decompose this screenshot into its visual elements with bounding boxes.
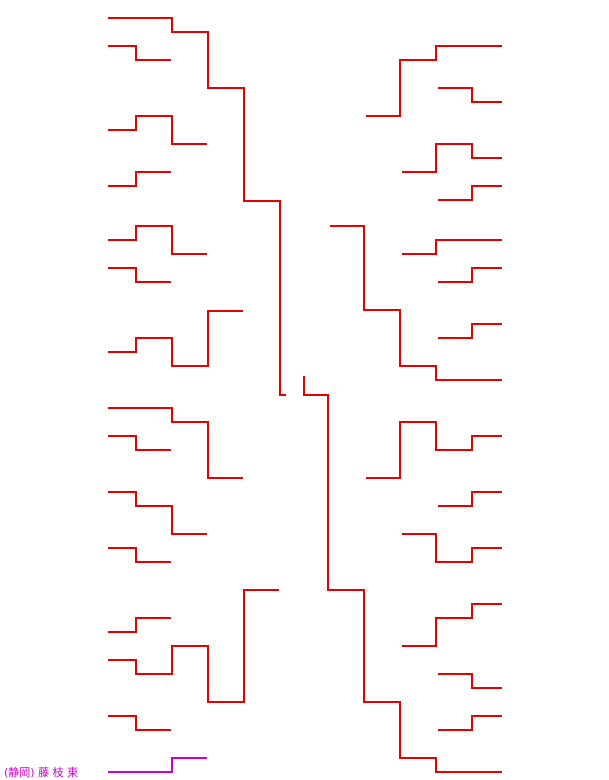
bracket-line-11 xyxy=(108,547,171,563)
team-name: 藤 枝 東 xyxy=(38,766,79,779)
highlighted-team-label: (静岡) 藤 枝 東 xyxy=(4,764,78,780)
bracket-line-27 xyxy=(402,603,502,647)
bracket-line-25 xyxy=(438,491,502,507)
bracket-line-24 xyxy=(366,421,502,479)
bracket-line-16 xyxy=(438,87,502,103)
bracket-line-1 xyxy=(108,17,286,396)
bracket-line-12 xyxy=(108,617,171,633)
bracket-line-28 xyxy=(438,673,502,689)
bracket-line-20 xyxy=(402,239,502,255)
bracket-line-18 xyxy=(438,185,502,201)
bracket-line-4 xyxy=(108,171,171,187)
bracket-line-23 xyxy=(303,376,502,773)
bracket-lines xyxy=(108,17,502,773)
bracket-line-29 xyxy=(438,715,502,731)
bracket-line-5 xyxy=(108,225,207,255)
bracket-line-19 xyxy=(330,225,502,381)
bracket-line-15 xyxy=(366,45,502,117)
bracket-line-6 xyxy=(108,267,171,283)
bracket-line-8 xyxy=(108,407,243,479)
team-prefecture: (静岡) xyxy=(4,766,35,779)
bracket-line-9 xyxy=(108,435,171,451)
bracket-line-3 xyxy=(108,115,207,145)
bracket-line-7 xyxy=(108,310,243,367)
bracket-line-17 xyxy=(402,143,502,173)
bracket-line-13 xyxy=(108,589,279,703)
bracket-line-21 xyxy=(438,267,502,283)
bracket-line-10 xyxy=(108,491,207,535)
bracket-line-26 xyxy=(402,533,502,563)
highlighted-team-path xyxy=(108,757,207,773)
bracket-line-14 xyxy=(108,715,171,731)
bracket-line-22 xyxy=(438,323,502,339)
highlight-line-1 xyxy=(108,757,207,773)
bracket-line-2 xyxy=(108,45,171,61)
